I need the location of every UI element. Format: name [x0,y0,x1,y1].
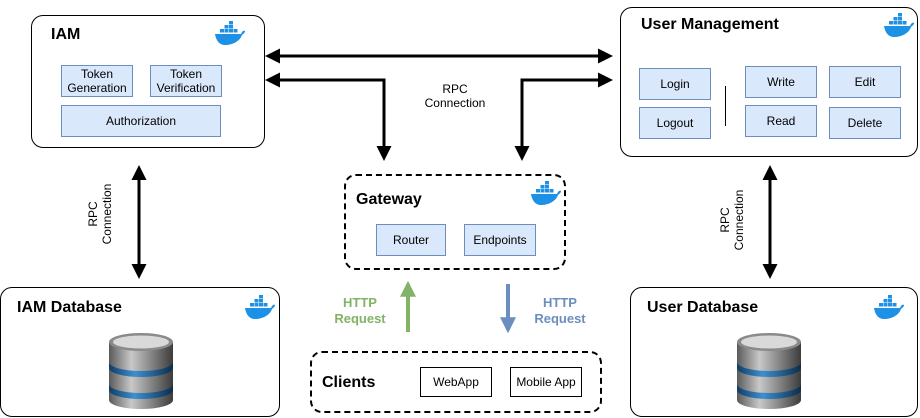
login-box: Login [639,68,711,100]
docker-icon [884,13,914,37]
database-icon [109,333,173,409]
clients: Clients WebApp Mobile App [310,351,602,413]
gateway-service: Gateway Router Endpoints [344,174,566,270]
iam-database: IAM Database [0,287,280,417]
http-request-up-label: HTTP Request [334,295,386,326]
clients-title: Clients [322,374,376,391]
edit-box: Edit [829,66,901,98]
endpoints-box: Endpoints [464,224,536,256]
rpc-connection-label-left: RPC Connection [86,183,114,245]
gateway-title: Gateway [356,191,422,208]
rpc-connection-label-top: RPC Connection [424,82,486,110]
logout-box: Logout [639,107,711,139]
docker-icon [215,21,245,45]
divider [725,86,726,126]
user-database-title: User Database [647,299,759,316]
http-request-down-label: HTTP Request [534,295,586,326]
docker-icon [874,295,904,319]
docker-icon [531,181,561,205]
rpc-connection-label-right: RPC Connection [718,189,746,251]
user-management-title: User Management [641,16,779,33]
read-box: Read [745,105,817,137]
user-database: User Database [630,287,918,417]
router-box: Router [376,224,446,256]
docker-icon [245,295,275,319]
write-box: Write [745,66,817,98]
rpc-arrow-user-management-gateway [514,72,613,161]
authorization-box: Authorization [61,105,221,137]
iam-title: IAM [51,26,81,43]
iam-database-title: IAM Database [17,299,122,316]
token-verification-box: Token Verification [150,65,222,97]
mobile-app-box: Mobile App [510,367,582,397]
webapp-box: WebApp [420,367,492,397]
iam-service: IAM Token Generation Token Verification … [31,15,265,148]
rpc-arrow-iam-gateway [265,72,392,161]
user-management-service: User Management Login Logout Write Read … [620,7,918,157]
delete-box: Delete [829,107,901,139]
database-icon [737,333,801,409]
token-generation-box: Token Generation [61,65,133,97]
